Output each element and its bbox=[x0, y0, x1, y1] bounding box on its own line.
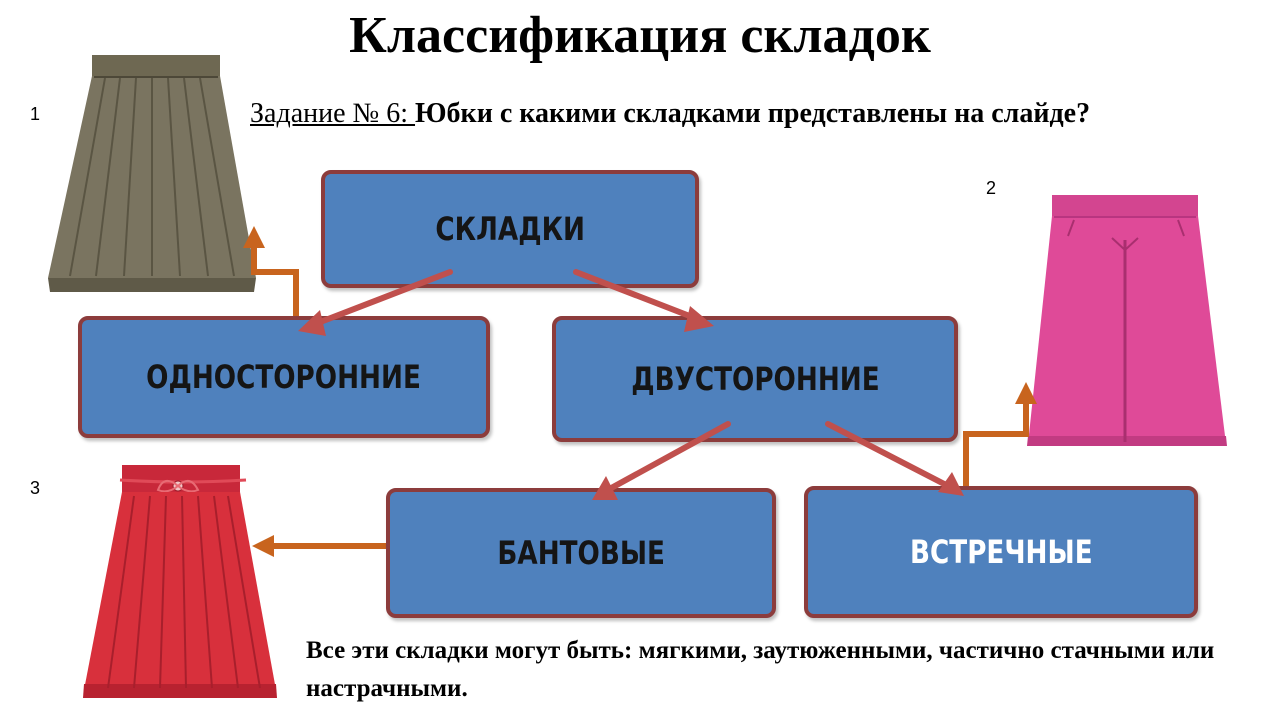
arrow-to-skirt-2 bbox=[1015, 382, 1037, 404]
box-one-sided-label: ОДНОСТОРОННИЕ bbox=[146, 358, 422, 396]
box-counter: ВСТРЕЧНЫЕ bbox=[804, 486, 1198, 618]
box-pleats: СКЛАДКИ bbox=[321, 170, 699, 288]
task-question: Юбки с какими складками представлены на … bbox=[415, 98, 1091, 129]
arrow-two-sided-to-bow bbox=[601, 421, 731, 495]
skirt-number-1: 1 bbox=[30, 104, 41, 124]
box-bow-label: БАНТОВЫЕ bbox=[497, 534, 665, 572]
box-counter-label: ВСТРЕЧНЫЕ bbox=[909, 533, 1093, 571]
arrow-to-skirt-3 bbox=[252, 535, 274, 557]
box-pleats-label: СКЛАДКИ bbox=[435, 210, 585, 248]
box-bow: БАНТОВЫЕ bbox=[386, 488, 776, 618]
pink-counter-pleat-skirt-image bbox=[1027, 195, 1227, 446]
arrow-root-to-two-sided bbox=[573, 269, 703, 323]
box-two-sided: ДВУСТОРОННИЕ bbox=[552, 316, 958, 442]
page-title: Классификация складок bbox=[349, 7, 931, 64]
skirt-number-2: 2 bbox=[986, 178, 997, 198]
pleated-olive-skirt-image bbox=[48, 55, 256, 292]
arrow-root-to-one-sided bbox=[307, 269, 453, 329]
note-text: Все эти складки могут быть: мягкими, зау… bbox=[306, 637, 1215, 702]
box-two-sided-label: ДВУСТОРОННИЕ bbox=[630, 360, 880, 398]
task-line: Задание № 6: Юбки с какими складками пре… bbox=[250, 98, 1090, 130]
skirt-number-3: 3 bbox=[30, 478, 41, 498]
arrow-two-sided-to-counter bbox=[825, 421, 955, 491]
arrow-to-skirt-1 bbox=[243, 226, 265, 248]
task-label: Задание № 6: bbox=[250, 98, 416, 129]
red-box-pleat-skirt-image bbox=[83, 465, 277, 698]
box-one-sided: ОДНОСТОРОННИЕ bbox=[78, 316, 490, 438]
